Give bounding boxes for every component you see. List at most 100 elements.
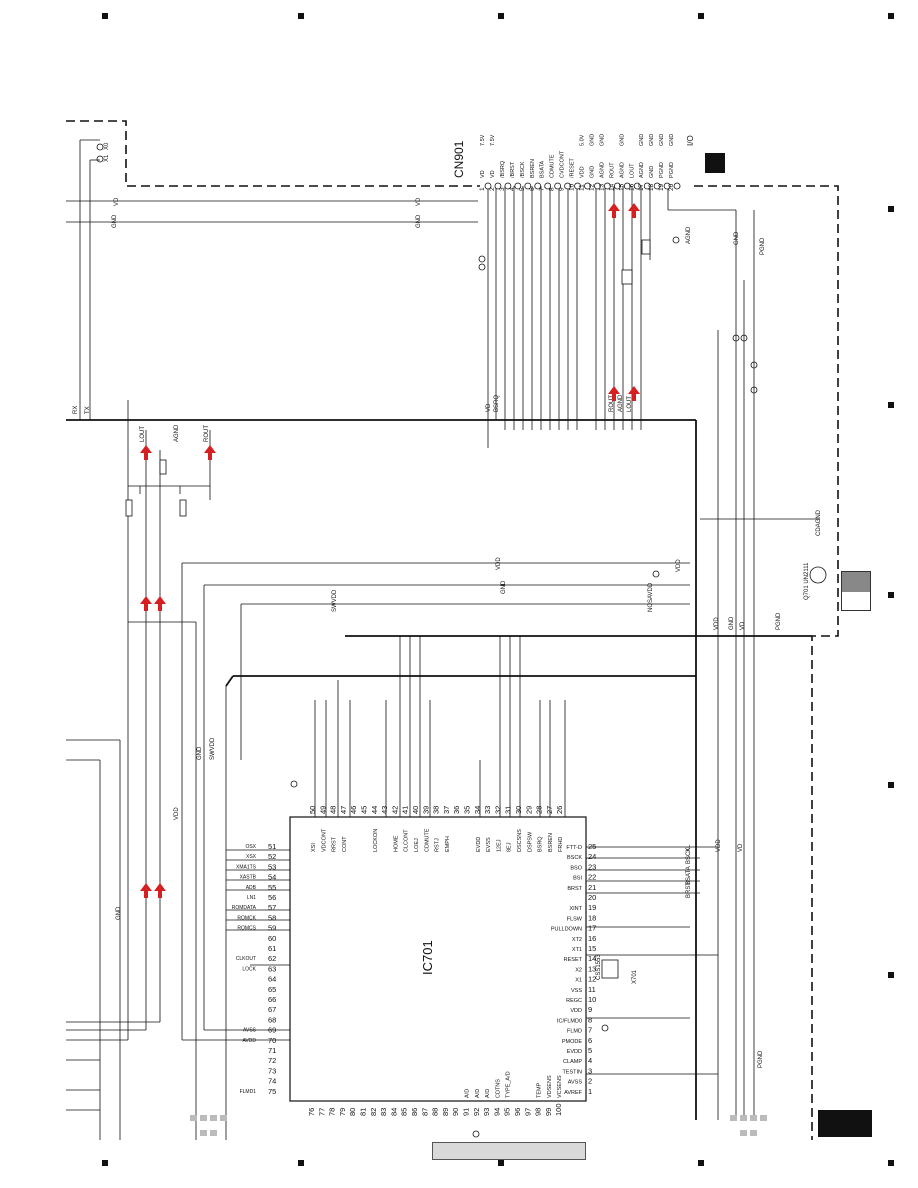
connector-pin-name: GND — [589, 166, 595, 178]
ic-pin-name: XT2 — [572, 937, 582, 943]
connector-pin-io: GND — [589, 134, 595, 146]
ic-pin-name: CLAMP — [563, 1059, 582, 1065]
ic-pin-number: 95 — [503, 1108, 512, 1116]
ic-pin-number: 31 — [504, 806, 513, 814]
board-outline — [66, 120, 839, 1140]
ic-pin-number: 38 — [432, 806, 441, 814]
net-bsrq-label: BSRQ — [494, 395, 500, 412]
arrow-up-icon — [140, 596, 152, 611]
ic-pin-number: 37 — [442, 806, 451, 814]
section-tab — [841, 571, 871, 611]
connector-pin — [613, 182, 621, 190]
ic-pin-name: BRST — [567, 886, 582, 892]
connector-pin — [653, 182, 661, 190]
ic-pin-name: LOCKON — [373, 829, 379, 852]
ic-pin-number: 9 — [588, 1005, 592, 1014]
ic-pin-number: 92 — [472, 1108, 481, 1116]
net-rout-label-2: ROUT — [609, 395, 615, 412]
ic-pin-name: AVSS — [243, 1028, 257, 1034]
connector-pin-name: /BSCK — [520, 161, 526, 178]
connector-pin-io: GND — [659, 134, 665, 146]
ic-pin-number: 17 — [588, 924, 596, 933]
connector-pin-name: VDD — [580, 166, 586, 178]
connector-pin-number: 3 — [499, 187, 506, 191]
ic-pin-number: 20 — [588, 893, 596, 902]
ic-pin-number: 58 — [268, 913, 276, 922]
ic-pin-number: 11 — [588, 985, 596, 994]
ic-pin-name: FLMD1 — [240, 1089, 257, 1095]
net-vdd-label-5: VDD — [716, 839, 722, 852]
connector-pin-name: AGND — [639, 162, 645, 178]
connector-pin — [594, 182, 601, 190]
ic-pin-name: VDSENS — [547, 1075, 553, 1098]
ic-pin-number: 91 — [462, 1108, 471, 1116]
net-gnd-label-2: GND — [416, 214, 422, 228]
ic-pin-number: 32 — [493, 806, 502, 814]
ic-pin-number: 15 — [588, 944, 596, 953]
connector-pin-name: LOUT — [629, 163, 635, 178]
connector-pin-number: 13 — [598, 183, 605, 191]
net-vdd-label-2: VDD — [496, 557, 502, 570]
ic-left-pins: 51OSX52XSX53XMA1TS54XASTB55ADB56LN157ROM… — [232, 842, 277, 1096]
ic-pin-number: 3 — [588, 1066, 592, 1075]
ic-pin-name: FTT-D — [566, 845, 582, 851]
ic-pin-number: 16 — [588, 934, 596, 943]
ic-pin-name: TEMP — [537, 1082, 543, 1098]
ic-pin-number: 80 — [348, 1108, 357, 1116]
ic-pin-name: 12EJ — [496, 839, 502, 852]
ic-pin-number: 2 — [588, 1077, 592, 1086]
ic-pin-number: 62 — [268, 954, 276, 963]
ic-pin-number: 74 — [268, 1077, 276, 1086]
ic-pin-name: ROMCS — [237, 926, 256, 932]
net-nosavdd-label: NOSAVDD — [648, 582, 654, 612]
ic-pin-name: LOCK — [242, 966, 256, 972]
ic-pin-number: 35 — [463, 806, 472, 814]
ic-pin-name: IC/FLMD0 — [557, 1018, 582, 1024]
ic-pin-number: 68 — [268, 1015, 276, 1024]
ic-pin-name: AVREF — [564, 1090, 583, 1096]
ic-pin-name: BSO — [570, 865, 582, 871]
connector-pin-name: VD — [480, 170, 486, 178]
ic-pin-number: 57 — [268, 903, 276, 912]
net-vd-label-3: VD — [740, 621, 746, 630]
ic-pin-number: 60 — [268, 934, 276, 943]
ic-pin-name: XMA1TS — [236, 864, 257, 870]
page-number-box — [818, 1110, 872, 1137]
ic-pin-number: 34 — [473, 806, 482, 814]
net-lout-label: LOUT — [140, 426, 146, 442]
audio-resistors — [125, 430, 211, 517]
x701-label: X701 — [632, 969, 638, 984]
ic-pin-name: CDTNS — [495, 1079, 501, 1098]
ic-pin-number: 73 — [268, 1066, 276, 1075]
ic-pin-name: X2 — [575, 967, 582, 973]
connector-stubs — [487, 186, 755, 1120]
ic-pin-number: 71 — [268, 1046, 276, 1055]
crystal-label: CSS1553 — [596, 954, 602, 980]
connector-pin — [534, 182, 542, 190]
ic-pin-number: 50 — [308, 806, 317, 814]
connector-pin — [554, 182, 562, 190]
ic-pin-number: 54 — [268, 873, 276, 882]
ic-pin-number: 19 — [588, 903, 596, 912]
ic-pin-name: DSPSW — [527, 831, 533, 852]
connector-pin-number: 8 — [549, 187, 556, 191]
net-pgnd-label-2: PGND — [776, 612, 782, 630]
arrow-up-icon — [608, 386, 620, 401]
ic-pin-number: 78 — [328, 1108, 337, 1116]
ic-pin-name: AVSS — [568, 1080, 583, 1086]
connector-pin-number: 14 — [608, 183, 615, 191]
ic-right-stubs — [586, 846, 718, 1075]
flow-indicator-arrows — [190, 1115, 767, 1136]
connector-pin-io: GND — [669, 134, 675, 146]
ic-pin-name: EMPH — [445, 836, 451, 852]
connector-pin-name: /RESET — [570, 157, 576, 178]
ic-pin-number: 10 — [588, 995, 596, 1004]
arrow-up-icon — [608, 203, 620, 218]
net-brst-label: BRST — [686, 882, 692, 898]
ic-pin-name: VDCONT — [321, 828, 327, 852]
ic-pin-number: 33 — [483, 806, 492, 814]
ic-pin-name: TESTIN — [562, 1069, 582, 1075]
ic-pin-name: RRST — [332, 836, 338, 852]
